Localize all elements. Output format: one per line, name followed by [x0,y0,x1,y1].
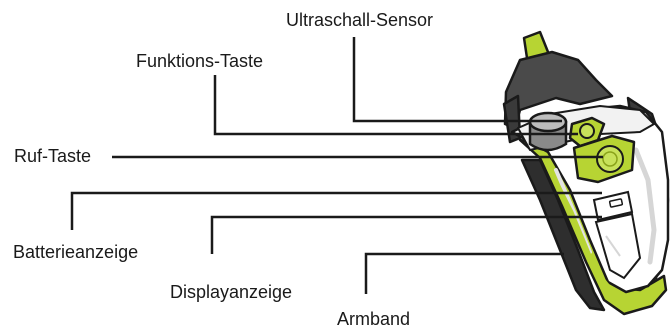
label-ruf-taste: Ruf-Taste [14,146,92,166]
leader-armband [364,252,564,294]
leader-lines [70,37,603,294]
leader-ultraschall [352,37,562,123]
body-shade-1 [633,147,657,265]
display-window [594,212,642,280]
label-batterieanzeige: Batterieanzeige [13,242,139,262]
leader-funktion [213,75,578,136]
body-shade-2 [554,168,592,254]
label-displayanzeige: Displayanzeige [170,282,293,302]
label-armband: Armband [337,309,411,329]
ultrasonic-sensor [528,111,568,152]
body-accent [548,167,614,291]
armband [502,30,670,312]
leader-batterie [70,191,602,230]
leader-display [210,215,602,254]
call-button [572,134,636,184]
label-ultraschall-sensor: Ultraschall-Sensor [286,10,434,30]
battery-indicator [592,190,634,222]
label-funktions-taste: Funktions-Taste [136,51,264,71]
